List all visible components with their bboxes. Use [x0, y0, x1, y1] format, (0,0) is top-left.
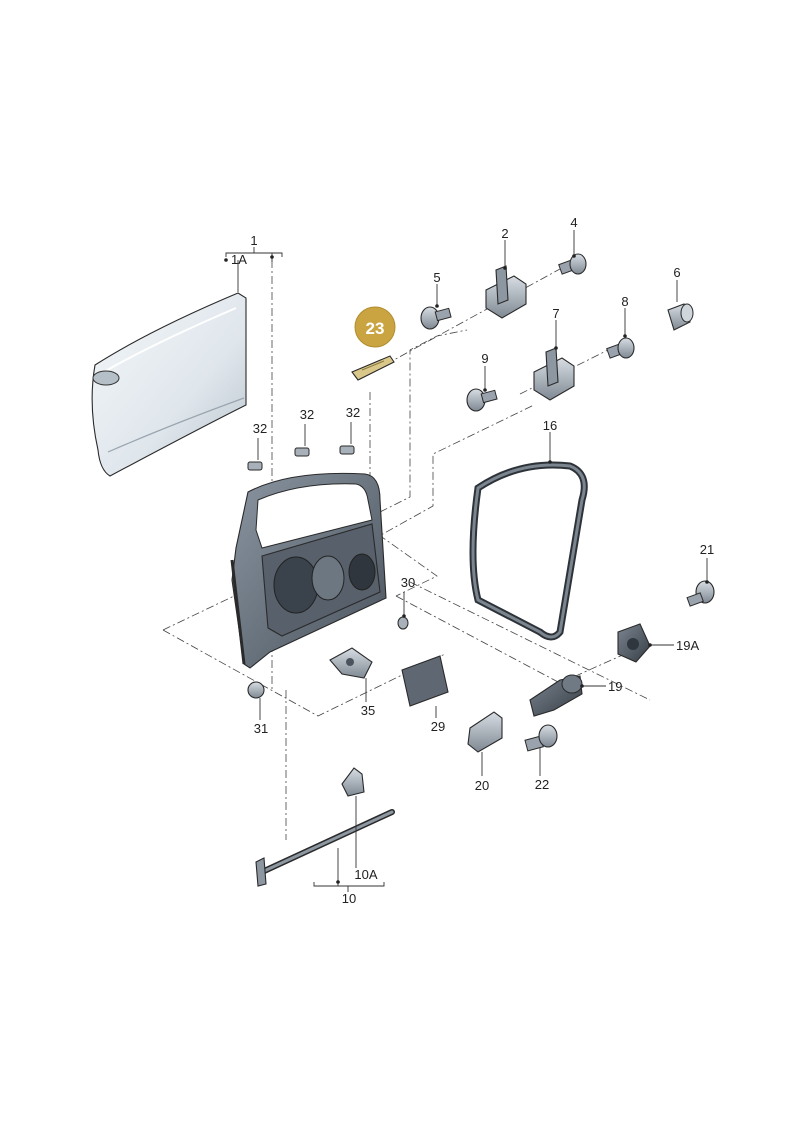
bolt-21 [686, 580, 715, 607]
label-8: 8 [621, 294, 628, 309]
upper-hinge [485, 265, 527, 319]
label-1a: 1A [231, 252, 247, 267]
label-35: 35 [361, 703, 375, 718]
bolt-9 [466, 388, 498, 412]
label-9: 9 [481, 351, 488, 366]
label-10a: 10A [354, 867, 377, 882]
label-30: 30 [401, 575, 415, 590]
door-handle-recess [92, 370, 120, 386]
label-7: 7 [552, 306, 559, 321]
cap-20 [467, 711, 503, 753]
label-10: 10 [342, 891, 356, 906]
label-32-left: 32 [253, 421, 267, 436]
label-6: 6 [673, 265, 680, 280]
label-29: 29 [431, 719, 445, 734]
label-19a: 19A [676, 638, 699, 653]
label-32-middle: 32 [300, 407, 314, 422]
bolt-22 [524, 724, 558, 752]
highlighted-part-23: 23 [351, 306, 396, 381]
label-16: 16 [543, 418, 557, 433]
label-4: 4 [570, 215, 577, 230]
plug-31 [247, 681, 265, 699]
bracket-35 [329, 647, 373, 679]
bushing-6 [667, 303, 694, 331]
label-19: 19 [608, 679, 622, 694]
part-23-highlight-badge [354, 306, 396, 348]
part-23-label: 23 [366, 319, 385, 338]
callout-leaders [225, 230, 708, 892]
bolt-4 [558, 253, 587, 275]
bolt-8 [606, 337, 635, 359]
plugs-32 [247, 445, 355, 471]
label-20: 20 [475, 778, 489, 793]
lower-hinge [533, 347, 575, 401]
callout-dots [224, 254, 709, 884]
rod-10 [255, 809, 395, 887]
label-1: 1 [250, 233, 257, 248]
outer-door-panel [91, 292, 247, 477]
bolt-5 [420, 306, 452, 330]
door-seal [469, 461, 588, 641]
label-22: 22 [535, 777, 549, 792]
label-31: 31 [254, 721, 268, 736]
label-5: 5 [433, 270, 440, 285]
label-32-right: 32 [346, 405, 360, 420]
retainer-19a [617, 623, 651, 663]
label-2: 2 [501, 226, 508, 241]
label-21: 21 [700, 542, 714, 557]
clip-10a [341, 767, 365, 797]
door-check-19 [529, 674, 583, 717]
cover-29 [401, 655, 449, 707]
plug-30 [397, 616, 409, 630]
callout-labels: 1 1A 2 4 5 6 7 8 9 16 21 19A 19 30 31 35… [231, 215, 714, 906]
door-shell-frame [230, 472, 387, 669]
